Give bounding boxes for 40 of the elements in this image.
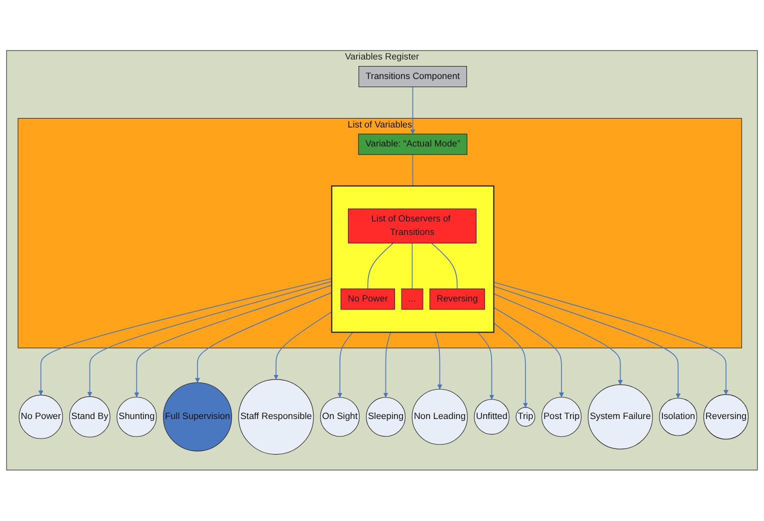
node-circle: On Sight xyxy=(320,397,360,437)
arrow xyxy=(477,332,494,400)
node-circle: Stand By xyxy=(69,396,110,438)
arrow xyxy=(87,281,332,398)
arrow xyxy=(493,282,728,395)
arrow xyxy=(410,86,416,134)
node-circle: Staff Responsible xyxy=(238,379,314,455)
arrow xyxy=(493,307,564,398)
node-circle: Non Leading xyxy=(412,389,468,445)
node-circle: Reversing xyxy=(703,394,749,440)
node-circle: System Failure xyxy=(588,384,653,450)
connector xyxy=(412,242,413,290)
node-circle: Isolation xyxy=(659,398,698,436)
arrow xyxy=(195,292,332,384)
arrow xyxy=(493,286,681,399)
node-circle: No Power xyxy=(18,394,63,440)
node-box: Reversing xyxy=(429,288,485,310)
node-circle: Trip xyxy=(516,407,536,427)
node-circle: Post Trip xyxy=(541,397,582,438)
node-box: List of Observers of Transitions xyxy=(348,208,477,244)
arrow xyxy=(38,278,332,396)
node-circle: Sleeping xyxy=(366,397,406,437)
node-box: Transitions Component xyxy=(358,66,467,88)
node-circle: Full Supervision xyxy=(163,382,232,452)
node-box: Variable: “Actual Mode” xyxy=(358,134,468,156)
node-circle: Shunting xyxy=(116,397,157,438)
connector xyxy=(431,242,458,290)
arrow xyxy=(493,322,528,408)
arrow xyxy=(493,294,623,386)
node-circle: Unfitted xyxy=(474,399,510,435)
arrow xyxy=(383,332,391,398)
arrow xyxy=(134,284,332,398)
node-box: ... xyxy=(401,288,424,310)
node-box: No Power xyxy=(340,288,395,310)
connector xyxy=(367,242,394,290)
arrow xyxy=(337,332,354,398)
cluster xyxy=(331,186,494,334)
arrow xyxy=(434,332,442,390)
arrow xyxy=(274,312,332,380)
connector xyxy=(412,154,414,187)
